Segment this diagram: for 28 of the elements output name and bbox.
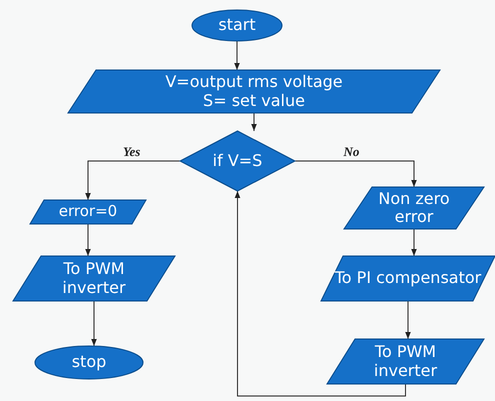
arrow [294, 160, 417, 188]
node-text: if V=S [212, 152, 264, 170]
node-text: start [217, 16, 257, 35]
node-text: Non zero error [377, 190, 451, 226]
node-text: To PI compensator [334, 269, 482, 288]
io-parallelogram [68, 70, 440, 113]
node-text: error=0 [58, 203, 118, 221]
io-parallelogram [321, 256, 495, 301]
node-text: V=output rms voltage [164, 73, 344, 92]
node-text: stop [70, 353, 108, 372]
arrow [251, 112, 257, 132]
arrow [234, 190, 406, 396]
arrow [85, 160, 180, 200]
arrow [405, 300, 411, 340]
node-text: S= set value [202, 92, 306, 110]
arrow [91, 300, 97, 346]
terminal-ellipse [35, 346, 143, 379]
arrow [234, 40, 240, 70]
io-parallelogram [13, 256, 175, 301]
io-parallelogram [344, 187, 484, 229]
terminal-ellipse [192, 10, 282, 41]
io-parallelogram [30, 200, 146, 224]
node-text: To PWM inverter [61, 260, 127, 297]
arrow [85, 224, 91, 256]
node-text: To PWM inverter [372, 343, 438, 380]
io-parallelogram [327, 339, 484, 384]
decision-diamond [180, 131, 295, 191]
arrow [411, 228, 417, 256]
